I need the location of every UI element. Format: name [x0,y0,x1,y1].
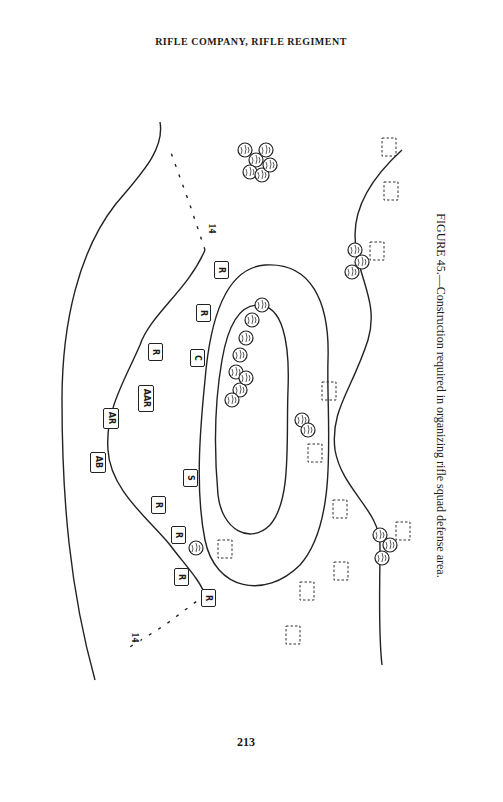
position-box: R [151,496,166,514]
position-box: R [148,343,163,361]
unoccupied-positions [218,138,410,644]
position-letter: AR [107,412,116,424]
contour-line [62,122,161,680]
figure-caption: FIGURE 45.—Construction required in orga… [432,213,447,577]
position-box: AAR [138,385,154,412]
position-box: C [190,349,205,367]
position-letter: C [193,355,202,361]
contour-line [199,265,329,586]
position-box: AR [103,408,119,429]
position-letter: R [199,310,208,316]
contour-line [125,595,205,650]
position-letter: AB [94,456,103,468]
contour-number: 14 [130,631,141,643]
position-box: R [201,589,216,607]
page-number: 213 [237,735,255,750]
position-letter: R [204,595,213,601]
contour-line [216,305,289,534]
running-header: RIFLE COMPANY, RIFLE REGIMENT [155,36,347,47]
contour-line [334,150,402,665]
position-letter: R [174,532,183,538]
position-box: R [196,304,211,322]
position-box: AB [90,452,106,473]
position-box: S [183,469,198,487]
position-box: R [174,568,189,586]
position-letter: R [154,502,163,508]
bush-clusters [189,143,397,565]
position-letter: R [151,349,160,355]
position-letter: R [177,574,186,580]
position-box: R [171,526,186,544]
contour-line [108,250,205,595]
position-letter: S [186,475,195,481]
position-letter: R [217,267,226,273]
contour-number: 14 [207,222,218,234]
contour-line [170,150,205,250]
position-box: R [214,261,229,279]
position-letter: AAR [142,389,151,408]
